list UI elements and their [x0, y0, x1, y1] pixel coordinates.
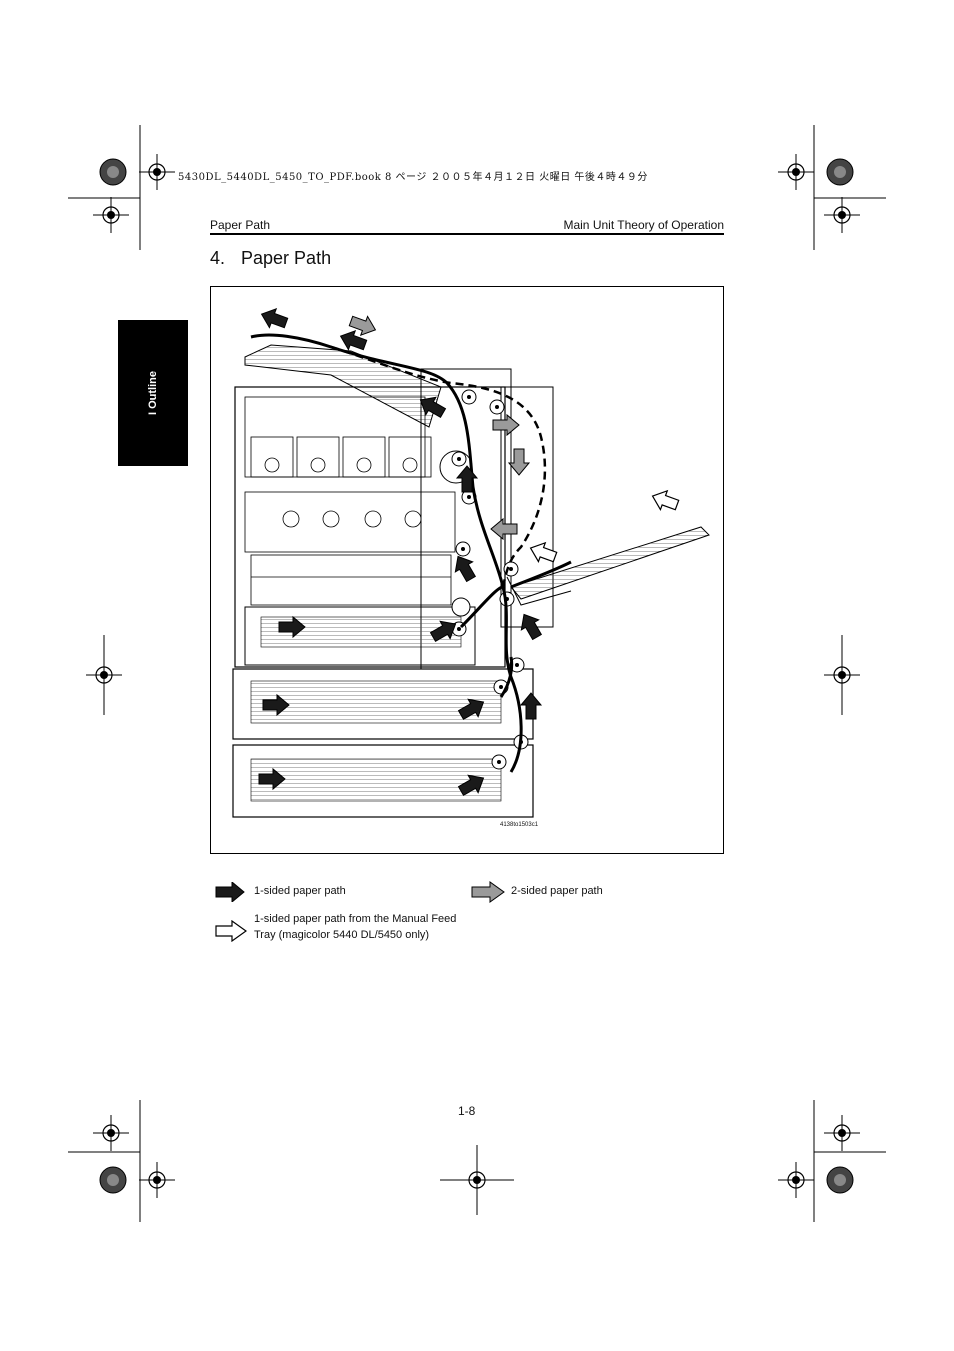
- side-tab: I Outline: [118, 320, 188, 466]
- legend-manual-feed-line1: 1-sided paper path from the Manual Feed: [254, 913, 457, 925]
- figure-frame: [210, 286, 724, 854]
- side-tab-label: I Outline: [147, 371, 159, 415]
- running-header-right: Main Unit Theory of Operation: [563, 218, 724, 232]
- header-rule: [210, 233, 724, 235]
- legend-arrow-manual-feed: [215, 920, 247, 942]
- paper-path-diagram: [232, 304, 710, 818]
- legend-arrow-one-sided: [215, 882, 245, 902]
- legend-manual-feed-line2: Tray (magicolor 5440 DL/5450 only): [254, 929, 430, 941]
- section-title: 4. Paper Path: [210, 248, 331, 269]
- section-title-text: Paper Path: [241, 248, 332, 268]
- section-number: 4.: [210, 248, 226, 268]
- running-header-left: Paper Path: [210, 218, 271, 232]
- figure-code: 4138to1503c1: [500, 822, 539, 828]
- legend-one-sided-label: 1-sided paper path: [254, 885, 346, 897]
- legend-manual-feed-label: 1-sided paper path from the Manual Feed …: [254, 911, 456, 943]
- legend-two-sided-label: 2-sided paper path: [511, 885, 603, 897]
- print-job-header: 5430DL_5440DL_5450_TO_PDF.book 8 ページ ２００…: [178, 172, 648, 183]
- legend-arrow-two-sided: [471, 881, 505, 903]
- page-number: 1-8: [458, 1104, 476, 1118]
